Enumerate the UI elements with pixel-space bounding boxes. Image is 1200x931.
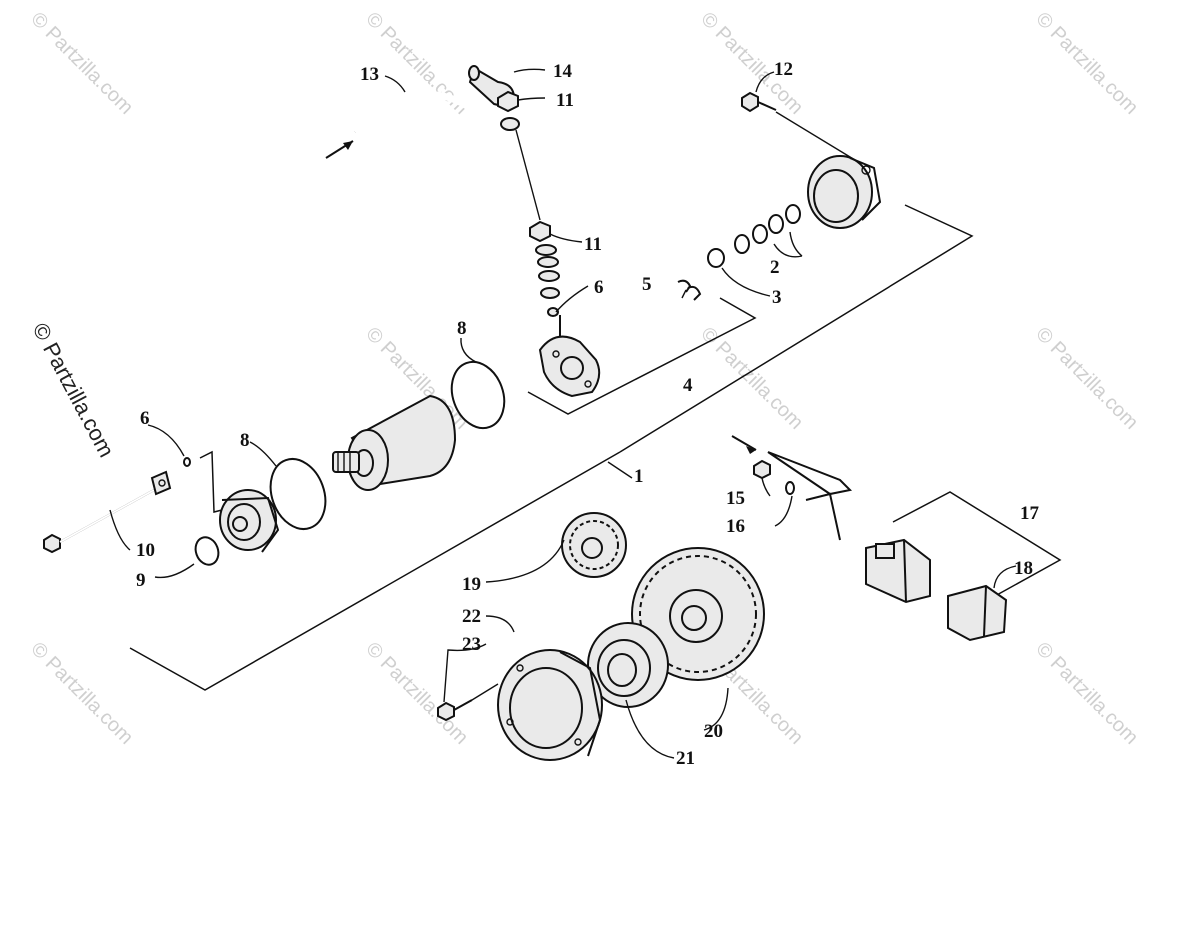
clips — [677, 279, 702, 301]
leader-lines — [109, 68, 1017, 759]
callout-23: 23 — [462, 634, 481, 655]
brush-plate — [538, 315, 601, 398]
o-ring-lower — [269, 458, 327, 530]
callout-8-lower: 8 — [240, 430, 250, 451]
callout-20: 20 — [704, 721, 723, 742]
callout-11-mid: 11 — [584, 234, 602, 255]
front-housing — [219, 489, 280, 553]
o-ring-upper — [450, 360, 506, 430]
callout-4: 4 — [683, 375, 693, 396]
bracket-assembly-4 — [527, 297, 757, 415]
starter-motor — [332, 394, 457, 491]
side-copyright: © Partzilla.com — [28, 319, 120, 462]
watermark-4: © Partzilla.com — [1031, 8, 1142, 119]
callout-2: 2 — [770, 257, 780, 278]
idler-gear — [561, 512, 627, 578]
callout-14: 14 — [553, 61, 573, 82]
relay-cover — [947, 584, 1008, 642]
starter-cable — [325, 91, 541, 221]
callouts: 1 2 3 4 5 6 6 8 8 9 10 11 11 12 13 14 15… — [136, 59, 1040, 769]
clutch-housing — [497, 649, 603, 761]
callout-6-left: 6 — [140, 408, 150, 429]
terminal-nuts — [497, 90, 551, 243]
watermark-9: © Partzilla.com — [361, 638, 472, 749]
starter-relay — [731, 435, 931, 604]
callout-9: 9 — [136, 570, 146, 591]
callout-18: 18 — [1014, 558, 1033, 579]
washer-3 — [707, 248, 725, 268]
through-bolt — [43, 489, 155, 554]
callout-3: 3 — [772, 287, 782, 308]
group-brackets — [129, 204, 1062, 691]
small-bracket — [150, 457, 191, 496]
callout-12: 12 — [774, 59, 793, 80]
callout-15: 15 — [726, 488, 745, 509]
callout-22: 22 — [462, 606, 481, 627]
bracket-assembly-17 — [892, 491, 1062, 597]
callout-10: 10 — [136, 540, 155, 561]
shims — [734, 204, 801, 254]
callout-8-upper: 8 — [457, 318, 467, 339]
housing-bolt — [437, 683, 499, 722]
callout-6-top: 6 — [594, 277, 604, 298]
starter-clutch — [587, 622, 669, 708]
callout-16: 16 — [726, 516, 745, 537]
callout-11-top: 11 — [556, 90, 574, 111]
watermark-8: © Partzilla.com — [26, 638, 137, 749]
callout-17: 17 — [1020, 503, 1040, 524]
callout-19: 19 — [462, 574, 481, 595]
washer-stack — [535, 244, 560, 317]
bracket-assembly-1 — [129, 451, 621, 691]
watermark-1: © Partzilla.com — [26, 8, 137, 119]
relay-bolt — [753, 459, 795, 495]
callout-5: 5 — [642, 274, 652, 295]
watermark-7: © Partzilla.com — [1031, 323, 1142, 434]
o-ring-small — [194, 536, 220, 566]
bracket-item-10 — [199, 450, 223, 513]
callout-13: 13 — [360, 64, 379, 85]
end-cover — [741, 91, 882, 229]
callout-1: 1 — [634, 466, 644, 487]
bracket-assembly-1-top — [619, 204, 974, 453]
callout-21: 21 — [676, 748, 695, 769]
watermark-11: © Partzilla.com — [1031, 638, 1142, 749]
